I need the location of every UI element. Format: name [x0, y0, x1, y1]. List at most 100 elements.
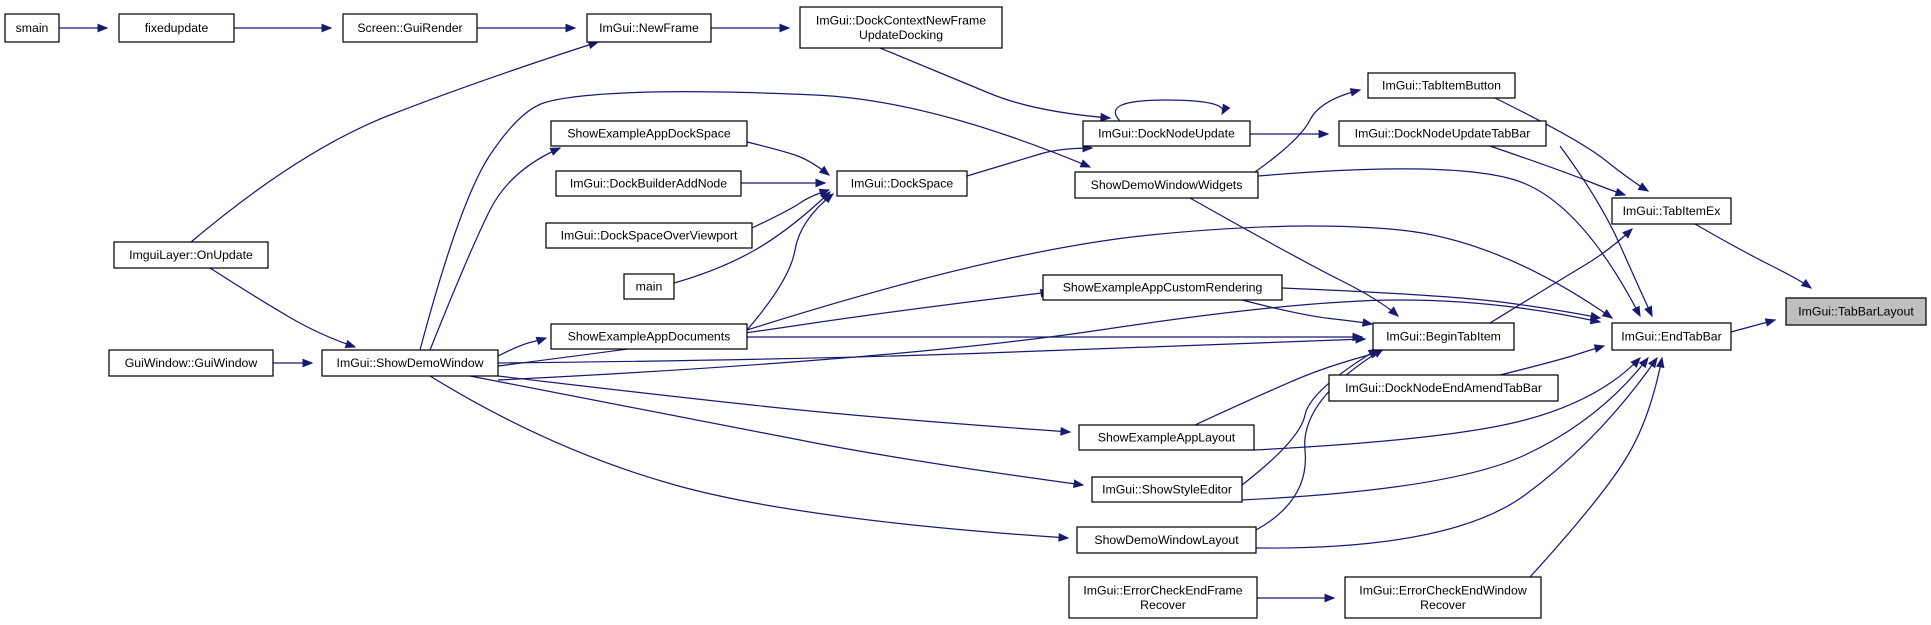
- node-fixedupdate[interactable]: fixedupdate: [118, 13, 235, 43]
- edges-layer: [59, 23, 1813, 603]
- node-label: ImGui::DockContextNewFrame: [816, 13, 986, 27]
- node-docknodeendamend[interactable]: ImGui::DockNodeEndAmendTabBar: [1328, 374, 1559, 402]
- edge-docknodeupdate-to-docknodeupdatetabbar: [1250, 129, 1330, 139]
- edge-customrendering-to-begintabitem: [1241, 299, 1374, 327]
- node-dockbuilderaddnode[interactable]: ImGui::DockBuilderAddNode: [555, 170, 742, 197]
- node-label: ImGui::ErrorCheckEndFrame: [1083, 583, 1242, 597]
- edge-dockbuilderaddnode-to-dockspace: [741, 178, 827, 188]
- edge-showexappdocuments-to-dockspace: [746, 193, 835, 331]
- edge-endtabbar-to-tabbarlayout: [1730, 318, 1777, 333]
- node-label: ImGui::DockSpaceOverViewport: [561, 229, 738, 243]
- edge-showdemowindow-to-showdemowindowwidgets: [419, 91, 1092, 351]
- edge-showdemowindow-to-endtabbar: [497, 299, 1602, 381]
- edge-showexapplayout-to-endtabbar: [1253, 357, 1641, 451]
- node-smain[interactable]: smain: [4, 13, 60, 43]
- node-label: ShowDemoWindowWidgets: [1091, 178, 1243, 192]
- node-label: ImguiLayer::OnUpdate: [129, 248, 253, 262]
- node-label: ShowDemoWindowLayout: [1094, 533, 1239, 547]
- edge-tabitembutton-to-tabitemex: [1494, 97, 1650, 192]
- node-showdemowindow[interactable]: ImGui::ShowDemoWindow: [321, 349, 499, 377]
- edge-dockspaceoverviewport-to-dockspace: [751, 188, 831, 229]
- node-label: ImGui::DockNodeEndAmendTabBar: [1345, 381, 1542, 395]
- node-guirender[interactable]: Screen::GuiRender: [342, 13, 478, 43]
- node-label: ImGui::ShowStyleEditor: [1102, 483, 1232, 497]
- node-guiwindow[interactable]: GuiWindow::GuiWindow: [108, 349, 274, 377]
- node-tabitembutton[interactable]: ImGui::TabItemButton: [1367, 72, 1516, 99]
- node-label: ImGui::TabItemEx: [1623, 204, 1722, 218]
- node-newframe[interactable]: ImGui::NewFrame: [586, 13, 712, 43]
- node-label: ImGui::ShowDemoWindow: [337, 356, 484, 370]
- edge-showdemowindow-to-showexappdockspace: [429, 147, 562, 351]
- node-begintabitem[interactable]: ImGui::BeginTabItem: [1372, 322, 1515, 351]
- edge-showdemowindow-to-showstyleeditor: [469, 375, 1085, 488]
- node-label: ImGui::DockNodeUpdateTabBar: [1355, 127, 1531, 141]
- node-label: ImGui::TabBarLayout: [1798, 305, 1914, 319]
- node-dockspaceoverviewport[interactable]: ImGui::DockSpaceOverViewport: [545, 222, 753, 249]
- edge-docknodeupdatetabbar-to-endtabbar: [1559, 145, 1653, 318]
- node-label: Recover: [1140, 598, 1186, 612]
- edge-showdemowindowwidgets-to-tabitembutton: [1254, 88, 1362, 173]
- edge-showdemowindow-to-showexappdocuments: [497, 336, 548, 357]
- node-label: Screen::GuiRender: [357, 21, 462, 35]
- edge-showdemowindow-to-showdemowindowlayout: [429, 375, 1070, 542]
- node-label: ShowExampleAppDockSpace: [567, 127, 731, 141]
- node-showdemowindowwidgets[interactable]: ShowDemoWindowWidgets: [1074, 171, 1259, 199]
- edge-guirender-to-newframe: [477, 23, 577, 33]
- node-main[interactable]: main: [623, 273, 675, 300]
- edge-showexappdockspace-to-dockspace: [746, 141, 831, 176]
- edge-fixedupdate-to-guirender: [234, 23, 333, 33]
- node-showexappdockspace[interactable]: ShowExampleAppDockSpace: [550, 120, 748, 147]
- node-tabitemex[interactable]: ImGui::TabItemEx: [1611, 197, 1732, 225]
- edge-docknodeendamend-to-endtabbar: [1499, 344, 1606, 376]
- edge-errcheckendwindow-to-endtabbar: [1529, 356, 1665, 578]
- node-docknodeupdate[interactable]: ImGui::DockNodeUpdate: [1082, 120, 1251, 147]
- edge-guiwindow-to-showdemowindow: [273, 358, 314, 368]
- node-label: ImGui::ErrorCheckEndWindow: [1359, 583, 1527, 597]
- edge-showstyleeditor-to-endtabbar: [1241, 356, 1649, 501]
- edge-imguilayer-to-showdemowindow: [209, 267, 357, 349]
- node-label: ImGui::TabItemButton: [1382, 79, 1501, 93]
- edge-customrendering-to-endtabbar: [1281, 287, 1602, 321]
- node-showexappdocuments[interactable]: ShowExampleAppDocuments: [550, 323, 748, 350]
- edge-showexappdocuments-to-begintabitem: [747, 332, 1364, 342]
- node-label: ImGui::EndTabBar: [1621, 330, 1721, 344]
- node-label: ShowExampleAppDocuments: [568, 330, 731, 344]
- node-customrendering[interactable]: ShowExampleAppCustomRendering: [1042, 274, 1283, 301]
- node-label: ShowExampleAppCustomRendering: [1063, 281, 1263, 295]
- node-endtabbar[interactable]: ImGui::EndTabBar: [1611, 322, 1732, 351]
- node-label: UpdateDocking: [859, 28, 943, 42]
- node-label: ShowExampleAppLayout: [1098, 431, 1236, 445]
- node-label: smain: [16, 21, 49, 35]
- edge-smain-to-fixedupdate: [59, 23, 109, 33]
- node-showexapplayout[interactable]: ShowExampleAppLayout: [1078, 424, 1255, 451]
- node-label: ImGui::DockBuilderAddNode: [570, 177, 727, 191]
- node-showstyleeditor[interactable]: ImGui::ShowStyleEditor: [1091, 476, 1243, 503]
- node-label: main: [636, 280, 663, 294]
- edge-showexappdocuments-to-endtabbar: [746, 225, 1614, 331]
- node-label: GuiWindow::GuiWindow: [125, 356, 258, 370]
- edge-imguilayer-to-newframe: [190, 40, 600, 243]
- edge-begintabitem-to-tabitemex: [1489, 228, 1633, 324]
- node-label: fixedupdate: [145, 21, 209, 35]
- edge-showdemowindowwidgets-to-begintabitem: [1189, 197, 1399, 317]
- node-showdemowindowlayout[interactable]: ShowDemoWindowLayout: [1076, 526, 1257, 554]
- node-label: ImGui::DockNodeUpdate: [1098, 127, 1235, 141]
- node-label: ImGui::NewFrame: [599, 21, 699, 35]
- node-label: Recover: [1420, 598, 1466, 612]
- edge-errcheckendframe-to-errcheckendwindow: [1257, 593, 1336, 603]
- node-dockspace[interactable]: ImGui::DockSpace: [836, 170, 968, 197]
- edge-showdemowindow-to-showexapplayout: [497, 375, 1072, 436]
- edge-dockctx-to-docknodeupdate: [879, 47, 1112, 122]
- node-tabbarlayout[interactable]: ImGui::TabBarLayout: [1785, 297, 1927, 326]
- node-imguilayer[interactable]: ImguiLayer::OnUpdate: [113, 241, 269, 269]
- edge-showstyleeditor-to-begintabitem: [1241, 348, 1380, 486]
- node-label: ImGui::DockSpace: [851, 177, 954, 191]
- edge-showdemowindowwidgets-to-endtabbar: [1257, 168, 1641, 318]
- node-docknodeupdatetabbar[interactable]: ImGui::DockNodeUpdateTabBar: [1338, 120, 1547, 147]
- edge-newframe-to-dockctx: [711, 23, 791, 33]
